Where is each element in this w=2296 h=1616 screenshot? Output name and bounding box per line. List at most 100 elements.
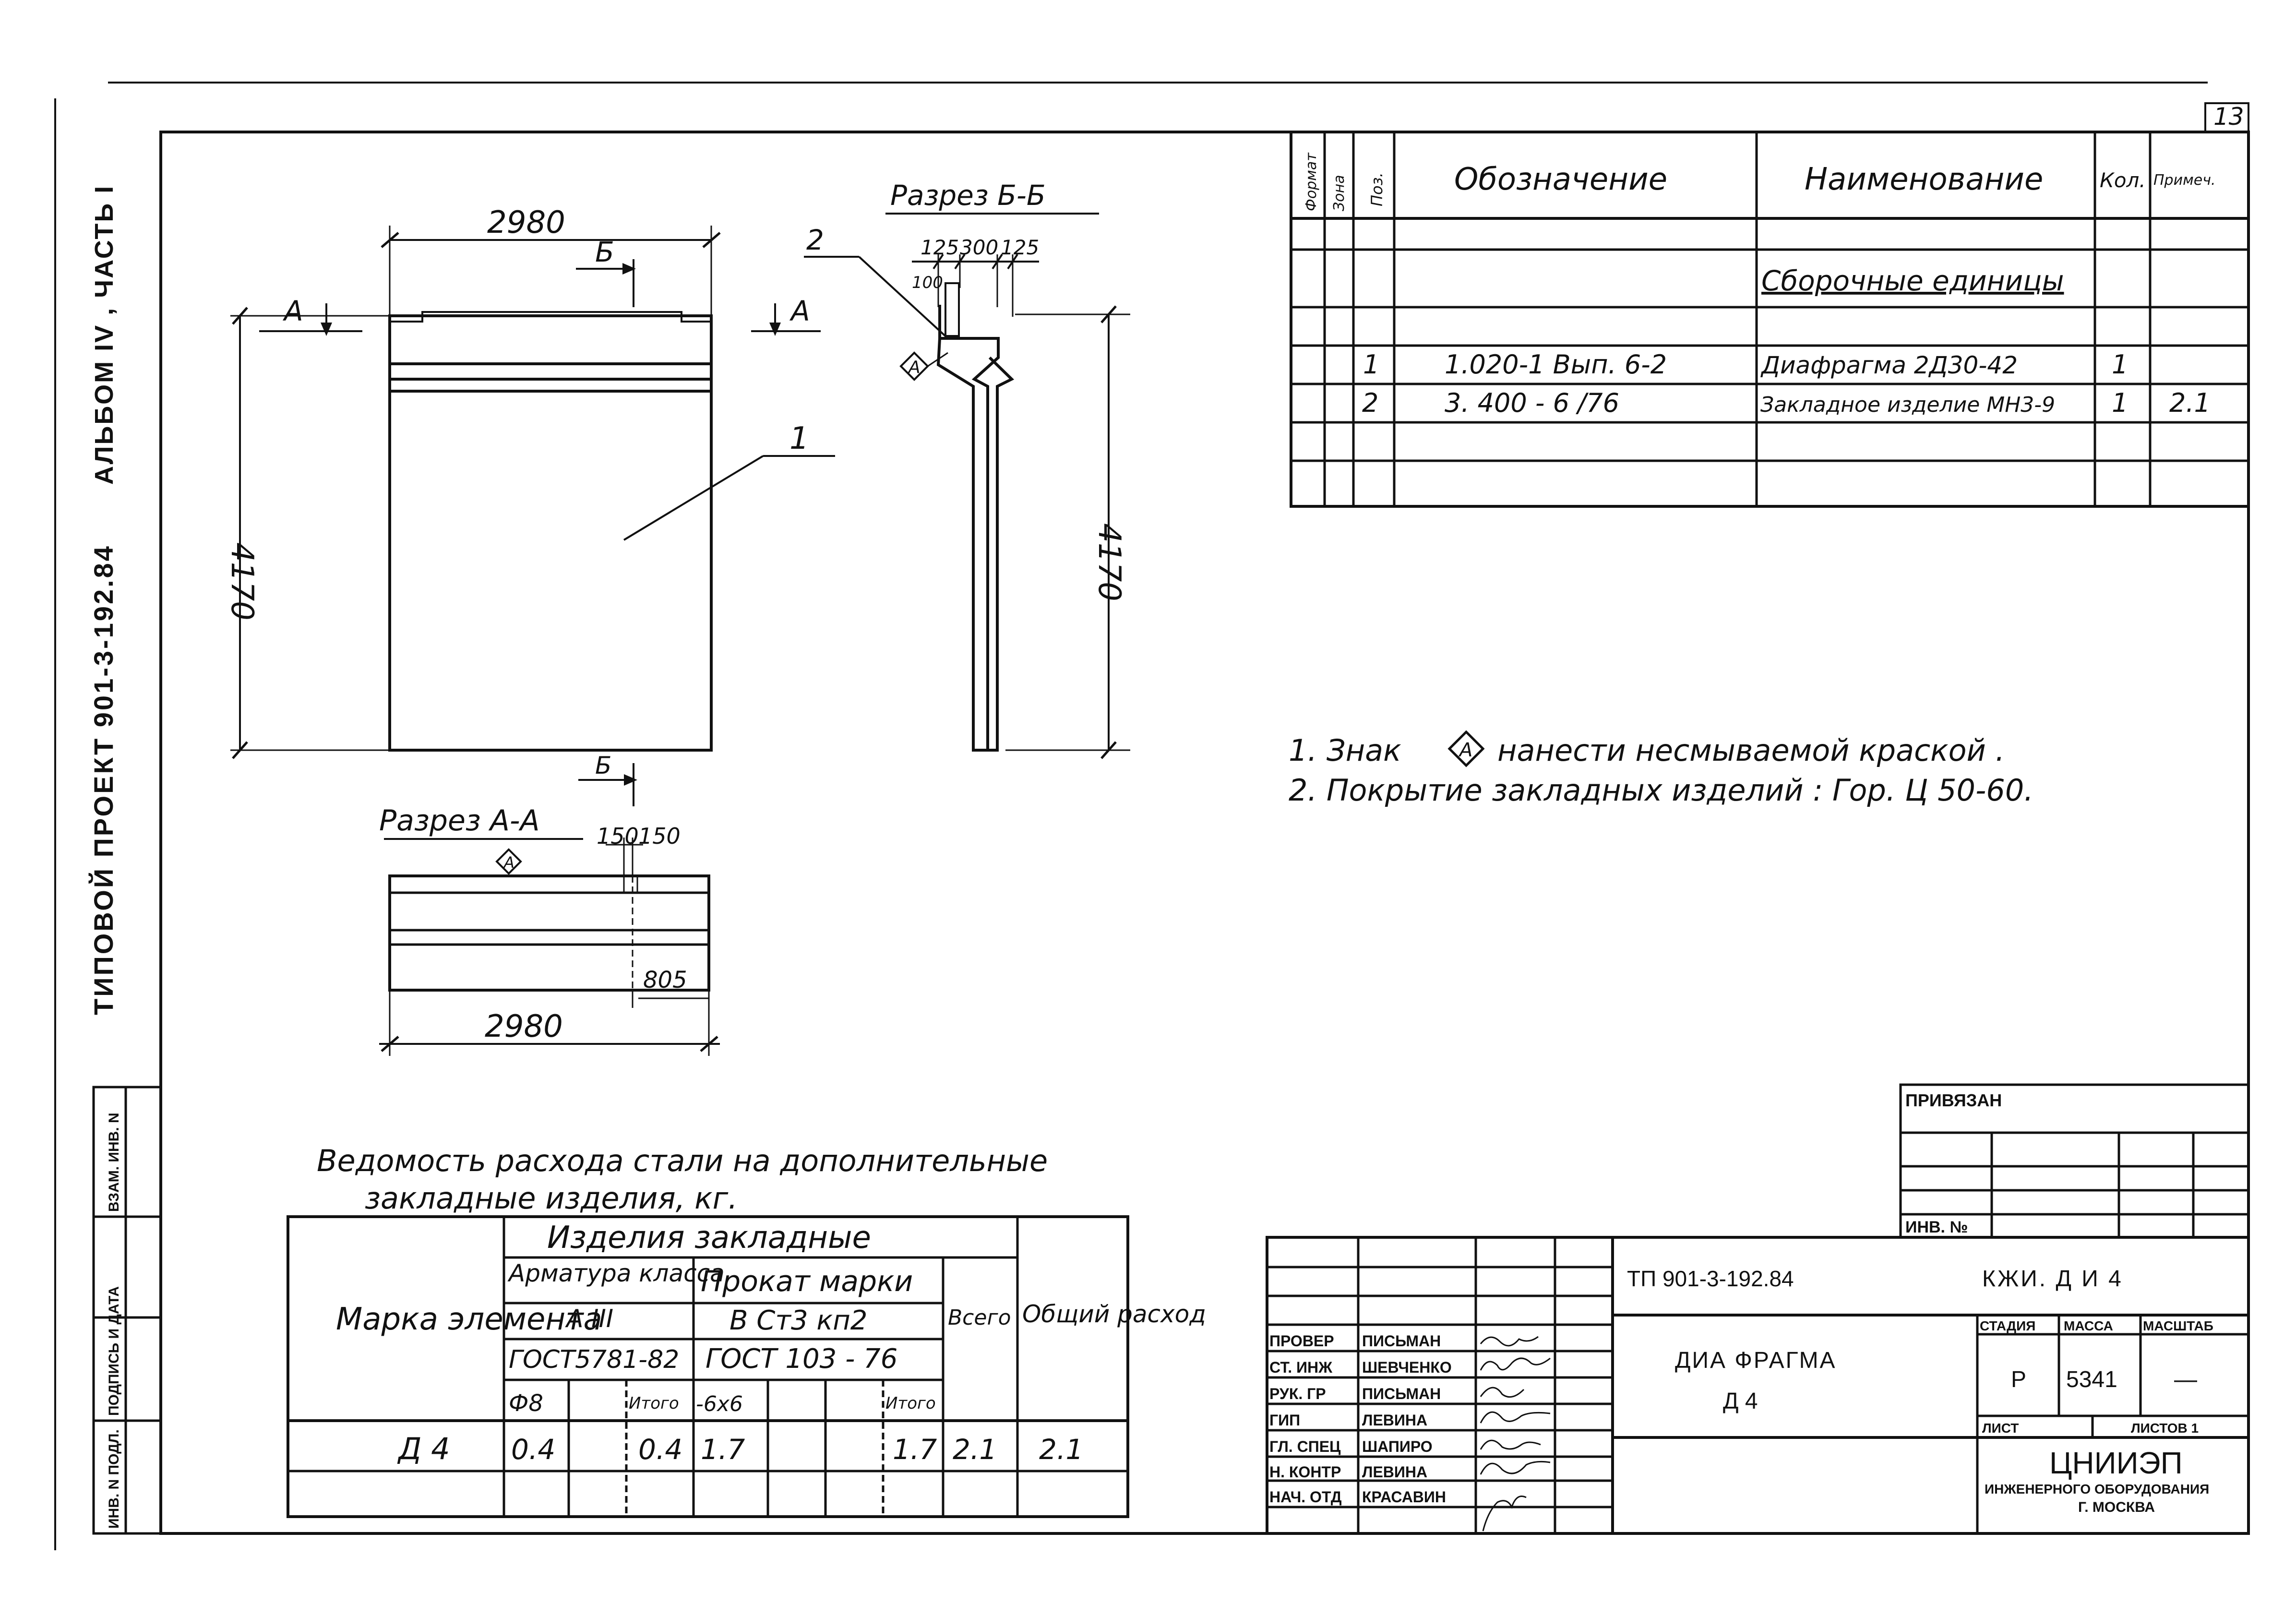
title-sheets-header: ЛИСТОВ 1 [2131, 1421, 2199, 1436]
steel-table-title-2: закладные изделия, кг. [365, 1181, 738, 1216]
steel-h-rebar: Арматура класса [507, 1259, 725, 1287]
leader-label-2: 2 [806, 224, 824, 256]
steel-row-total: 2.1 [953, 1433, 997, 1466]
title-org-1: ЦНИИЭП [2049, 1446, 2183, 1480]
title-sheet-code: КЖИ. Д И 4 [1982, 1266, 2123, 1292]
title-name-2: Д 4 [1723, 1389, 1758, 1414]
title-block-frame [1266, 1236, 2250, 1535]
side-label-project: ТИПОВОЙ ПРОЕКТ 901-3-192.84 [88, 544, 119, 1015]
steel-h-total: Всего [948, 1305, 1011, 1330]
drawing-frame [159, 131, 2250, 1535]
role-name-6: КРАСАВИН [1362, 1488, 1446, 1506]
spec-section-title: Сборочные единицы [1761, 264, 2064, 297]
title-scale: — [2174, 1367, 2197, 1392]
role-2: РУК. ГР [1269, 1385, 1326, 1402]
left-strip-frame [92, 1086, 162, 1535]
note-1-prefix: 1. Знак [1289, 733, 1401, 768]
sign-a-letter-aa: А [503, 853, 514, 872]
title-stage-header: СТАДИЯ [1980, 1318, 2035, 1333]
role-name-2: ПИСЬМАН [1362, 1385, 1441, 1402]
steel-row-mark: Д 4 [397, 1431, 450, 1466]
spec-h-note: Примеч. [2153, 172, 2215, 189]
role-1: СТ. ИНЖ [1269, 1359, 1333, 1376]
signature-1 [1480, 1357, 1551, 1371]
steel-row-f8: 0.4 [511, 1433, 555, 1466]
spec-row-1-qty: 1 [2112, 349, 2128, 380]
steel-h-delta: -6х6 [696, 1392, 743, 1416]
leader-2 [858, 256, 949, 339]
steel-h-rebar-gost: ГОСТ5781-82 [509, 1345, 679, 1374]
spec-row-1-designation: 1.020-1 Вып. 6-2 [1445, 349, 1667, 380]
spec-h-zone: Зона [1331, 175, 1348, 211]
front-height-dim: 4170 [224, 542, 260, 621]
page-number: 13 [2213, 103, 2244, 131]
spec-h-qty: Кол. [2100, 168, 2146, 192]
spec-row-2-note: 2.1 [2169, 388, 2211, 418]
section-aa-width-dim: 2980 [485, 1009, 563, 1044]
role-name-4: ШАПИРО [1362, 1438, 1433, 1455]
aa-dim-150-right: 150 [638, 823, 681, 849]
section-bb-title: Разрез Б-Б [890, 179, 1046, 212]
section-mark-b: Б [595, 236, 614, 268]
diaphragm-front-outline [388, 314, 713, 752]
title-org-3: Г. МОСКВА [2078, 1499, 2155, 1515]
section-aa-outline [388, 874, 710, 992]
sign-a-diamond-aa [495, 848, 522, 875]
signature-2 [1480, 1387, 1525, 1398]
role-5: Н. КОНТР [1269, 1463, 1341, 1481]
note-sign-letter: А [1458, 739, 1472, 761]
steel-h-rebar-class: А III [565, 1305, 613, 1333]
section-mark-a-right: А [789, 295, 810, 327]
steel-h-f8: Ф8 [509, 1390, 543, 1417]
spec-row-2-qty: 1 [2112, 388, 2128, 418]
signature-3 [1480, 1411, 1551, 1424]
section-bb-profile [938, 305, 1015, 752]
spec-table-frame [1290, 131, 2250, 508]
signature-5 [1480, 1460, 1551, 1475]
strip-podpis: ПОДПИСЬ И ДАТА [106, 1286, 122, 1416]
sign-a-letter-bb: А [908, 358, 921, 377]
role-name-3: ЛЕВИНА [1362, 1412, 1427, 1429]
spec-h-format: Формат [1303, 152, 1320, 211]
aa-dim-150-left: 150 [597, 823, 639, 849]
steel-h-rolled-gost: ГОСТ 103 - 76 [706, 1343, 897, 1375]
front-width-dim: 2980 [487, 205, 565, 240]
side-label-album: АЛЬБОМ IV , ЧАСТЬ I [90, 185, 119, 485]
spec-row-2-designation: 3. 400 - 6 /76 [1445, 388, 1619, 418]
role-name-5: ЛЕВИНА [1362, 1463, 1427, 1481]
section-bb-height-dim: 4170 [1091, 523, 1127, 601]
role-0: ПРОВЕР [1269, 1332, 1334, 1350]
bb-dim-100: 100 [912, 273, 943, 292]
section-mark-a-left: А [282, 295, 303, 327]
signature-0 [1480, 1336, 1539, 1347]
strip-vzam: ВЗАМ. ИНВ. N [106, 1113, 122, 1212]
title-mass-header: МАССА [2064, 1318, 2113, 1333]
note-2-text: 2. Покрытие закладных изделий : Гор. Ц 5… [1289, 773, 2033, 808]
signature-6 [1482, 1496, 1527, 1532]
steel-row-itogo-2: 1.7 [893, 1433, 937, 1466]
spec-row-1-name: Диафрагма 2Д30-42 [1760, 351, 2018, 379]
steel-row-itogo-1: 0.4 [638, 1433, 682, 1466]
section-aa-title: Разрез А-А [379, 804, 540, 838]
spec-row-2-pos: 2 [1362, 388, 1378, 418]
title-org-2: ИНЖЕНЕРНОГО ОБОРУДОВАНИЯ [1985, 1482, 2209, 1496]
title-sheet-header: ЛИСТ [1982, 1421, 2019, 1436]
steel-h-mark: Марка элемента [336, 1302, 602, 1337]
note-1-text: нанести несмываемой краской . [1497, 733, 2005, 768]
title-name-1: ДИА ФРАГМА [1675, 1348, 1837, 1373]
sign-a-diamond-bb [899, 351, 929, 381]
spec-h-name: Наименование [1805, 162, 2043, 197]
role-name-0: ПИСЬМАН [1362, 1332, 1441, 1350]
title-stage: Р [2011, 1367, 2026, 1392]
steel-h-itogo-1: Итого [629, 1394, 679, 1413]
aa-dim-805: 805 [643, 967, 687, 994]
title-scale-header: МАСШТАБ [2143, 1318, 2213, 1333]
spec-h-designation: Обозначение [1454, 162, 1667, 197]
leader-label-1: 1 [789, 421, 809, 456]
privyazan-title: ПРИВЯЗАН [1905, 1090, 2002, 1110]
privyazan-inv: ИНВ. № [1905, 1218, 1968, 1236]
role-name-1: ШЕВЧЕНКО [1362, 1359, 1452, 1376]
bb-dim-125-left: 125 [921, 236, 959, 259]
title-code: ТП 901-3-192.84 [1627, 1266, 1794, 1291]
